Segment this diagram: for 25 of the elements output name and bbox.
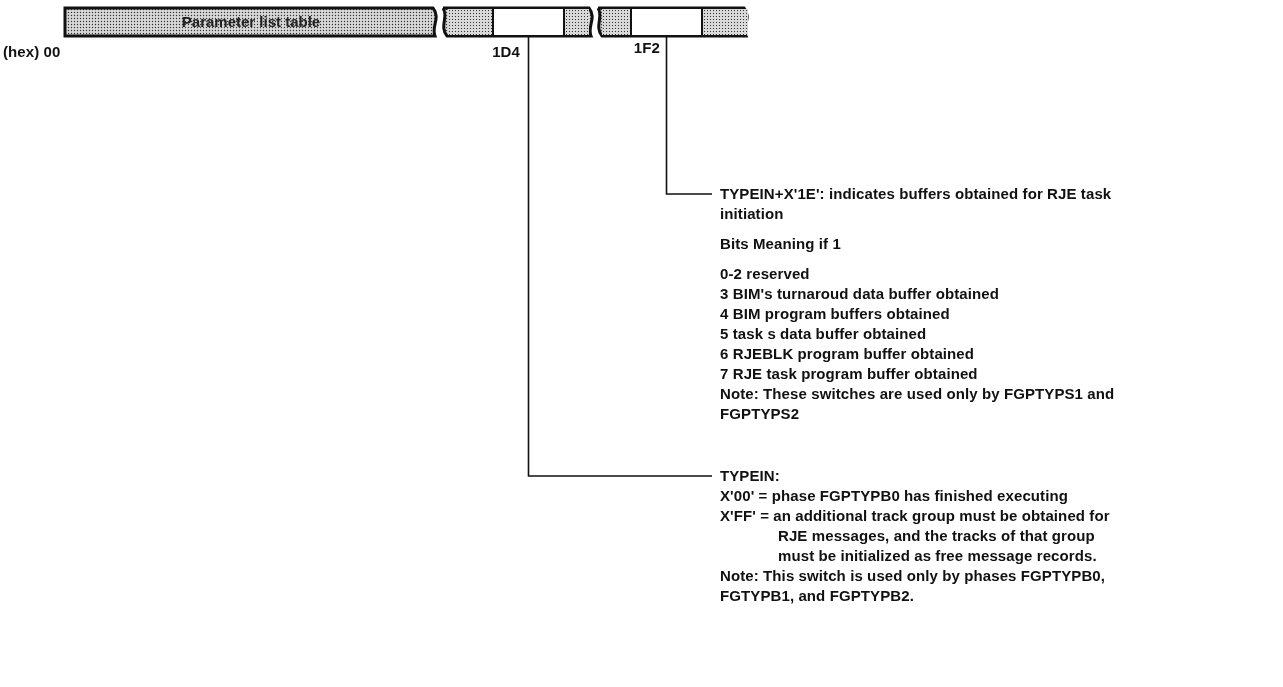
field-cell — [630, 9, 703, 35]
table-row-text: 6 RJEBLK program buffer obtained — [720, 344, 976, 364]
table-row-text: 5 task s data buffer obtained — [720, 324, 928, 344]
memory-field-strip — [598, 8, 748, 36]
field-description: TYPEIN: — [720, 466, 781, 486]
shaded-field — [602, 9, 630, 35]
table-row-text: 7 RJE task program buffer obtained — [720, 364, 979, 384]
field-cell — [492, 9, 565, 35]
shaded-field — [448, 9, 492, 35]
table-row-text: 0-2 reserved — [720, 264, 811, 284]
memory-field-strip — [443, 8, 593, 36]
table-header: Bits Meaning if 1 — [720, 234, 842, 254]
note-text: Note: These switches are used only by FGPTYPS1 and FGPTYPS2 — [720, 384, 1116, 424]
shaded-field — [565, 9, 589, 35]
memory-field-strip: Parameter list table — [65, 8, 437, 36]
value-description: X'00' = phase FGPTYPB0 has finished executing — [720, 486, 1069, 506]
table-row-text: 3 BIM's turnaroud data buffer obtained — [720, 284, 1001, 304]
note-text: Note: This switch is used only by phases FGPTYPB0, FGTYPB1, and FGPTYPB2. — [720, 566, 1107, 606]
table-row-text: 4 BIM program buffers obtained — [720, 304, 951, 324]
field-description: TYPEIN+X'1E': indicates buffers obtained for RJE task initiation — [720, 184, 1113, 224]
offset-label: 1F2 — [632, 38, 660, 58]
value-description: X'FF' = an additional track group must be obtained for RJE messages, and the tracks of that group must be initialized as free message records. — [720, 506, 1111, 566]
offset-label: 1D4 — [491, 42, 520, 62]
shaded-field — [703, 9, 748, 35]
offset-label: (hex) 00 — [3, 42, 61, 62]
